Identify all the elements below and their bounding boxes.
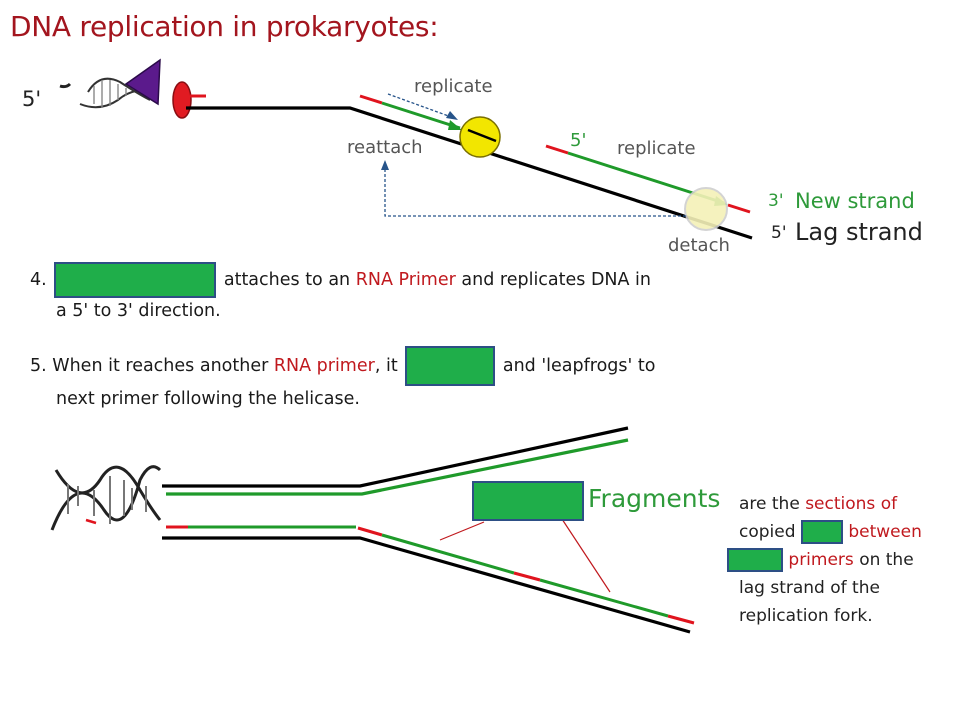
fragments-description: are the sections of copied between prime…: [727, 490, 949, 630]
label-replicate-1: replicate: [414, 76, 493, 97]
label-new-strand: New strand: [795, 189, 915, 213]
label-lag-strand: Lag strand: [795, 218, 923, 246]
label-3prime: 3': [768, 191, 784, 211]
template-strand-top: [186, 106, 753, 240]
fragment-pointer-2: [559, 515, 611, 593]
rna-primer-term-2: RNA primer: [273, 356, 375, 376]
leading-template-strand: [162, 426, 629, 488]
label-5prime-lag: 5': [771, 223, 787, 243]
primase-icon: [172, 81, 192, 119]
fragments-label: Fragments: [588, 484, 721, 513]
label-5prime-mid: 5': [570, 130, 587, 151]
blank-box-polymerase: [54, 262, 217, 298]
label-detach: detach: [668, 235, 730, 256]
dna-helix-bottom: [50, 465, 162, 531]
blank-box-rna: [727, 548, 783, 572]
lagging-template-strand: [162, 536, 691, 634]
blank-box-okazaki: [472, 481, 584, 521]
step-5-number: 5.: [30, 356, 47, 376]
label-replicate-2: replicate: [617, 138, 696, 159]
dna-polymerase-icon: [459, 116, 501, 158]
step-4-text: 4. attaches to an RNA Primer and replica…: [30, 262, 651, 325]
reattach-loop-arrow: [381, 160, 686, 217]
blank-box-dna: [800, 520, 843, 544]
okazaki-fragments: [166, 525, 695, 625]
rna-primer-term: RNA Primer: [355, 270, 456, 290]
leading-new-strand: [166, 438, 629, 496]
label-5prime-left: 5': [22, 87, 42, 111]
detached-polymerase-icon: [684, 187, 728, 231]
blank-box-detaches: [405, 346, 496, 386]
page-title: DNA replication in prokaryotes:: [10, 10, 439, 43]
helicase-icon: [124, 58, 161, 106]
label-reattach: reattach: [347, 137, 423, 158]
fragment-pointer-1: [439, 521, 485, 541]
step-4-number: 4.: [30, 270, 47, 290]
step-5-text: 5. When it reaches another RNA primer, i…: [30, 346, 655, 413]
replicate-arrow-top: [387, 93, 458, 120]
